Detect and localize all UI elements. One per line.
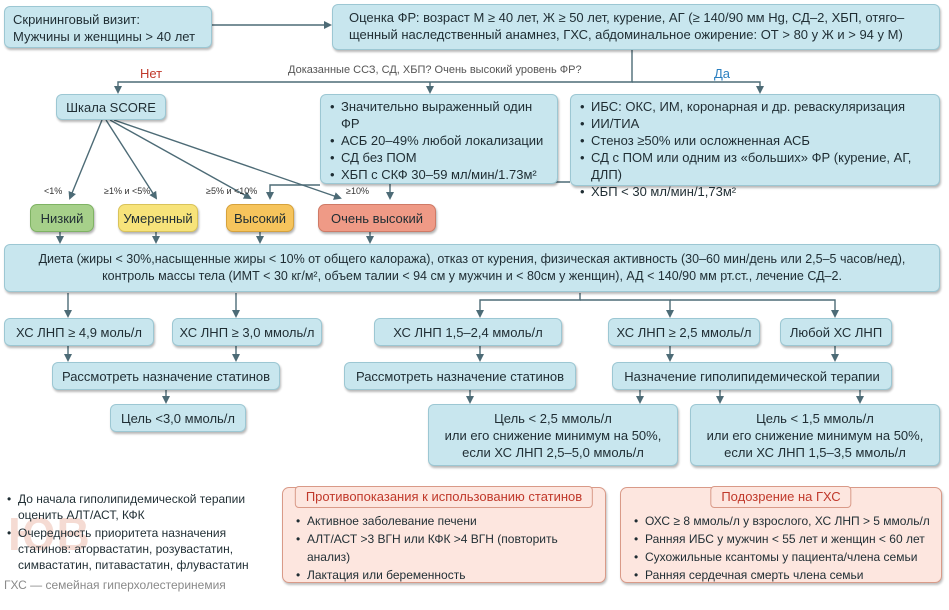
target-2-line-2: или его снижение минимум на 50%, <box>444 427 662 443</box>
ldl-level-1-box: ХС ЛНП ≥ 4,9 моль/л <box>4 318 154 346</box>
score-scale-box: Шкала SCORE <box>56 94 166 120</box>
target-1-box: Цель <3,0 ммоль/л <box>110 404 246 432</box>
target-1: Цель <3,0 ммоль/л <box>120 410 236 426</box>
fh-suspicion-box: Подозрение на ГХС ОХС ≥ 8 ммоль/л у взро… <box>620 486 942 584</box>
list-item: Значительно выраженный один ФР <box>330 98 551 132</box>
fh-suspicion-title: Подозрение на ГХС <box>710 486 852 508</box>
consider-statins-right: Рассмотреть назначение статинов <box>355 368 565 384</box>
list-item: СД без ПОМ <box>330 149 551 166</box>
risk-level-low: Низкий <box>30 204 94 232</box>
target-3-box: Цель < 1,5 ммоль/л или его снижение мини… <box>690 404 940 466</box>
risk-level-high-label: Высокий <box>233 210 287 226</box>
lifestyle-line-2: контроль массы тела (ИМТ < 30 кг/м², объ… <box>102 269 842 283</box>
ldl-level-1: ХС ЛНП ≥ 4,9 моль/л <box>16 324 142 340</box>
threshold-very-high: ≥10% <box>346 186 369 196</box>
note-item: Очередность приоритета назначения статин… <box>7 525 264 573</box>
ldl-level-5: Любой ХС ЛНП <box>789 324 883 340</box>
list-item: Лактация или беременность <box>296 566 597 584</box>
ldl-level-4-box: ХС ЛНП ≥ 2,5 ммоль/л <box>608 318 760 346</box>
assessment-line-2: щенный наследственный анамнез, ГХС, абдо… <box>349 27 903 42</box>
ldl-level-5-box: Любой ХС ЛНП <box>780 318 892 346</box>
list-item: ОХС ≥ 8 ммоль/л у взрослого, ХС ЛНП > 5 … <box>634 512 933 530</box>
ldl-level-3: ХС ЛНП 1,5–2,4 ммоль/л <box>393 324 543 340</box>
note-item: До начала гиполипидемической терапии оце… <box>7 491 264 523</box>
target-3-line-1: Цель < 1,5 ммоль/л <box>756 410 874 426</box>
list-item: СД с ПОМ или одним из «больших» ФР (куре… <box>580 149 933 183</box>
risk-level-moderate: Умеренный <box>118 204 198 232</box>
threshold-high: ≥5% и <10% <box>206 186 258 196</box>
assessment-line-1: Оценка ФР: возраст М ≥ 40 лет, Ж ≥ 50 ле… <box>349 10 905 25</box>
notes-section: До начала гиполипидемической терапии оце… <box>4 491 264 593</box>
threshold-low: <1% <box>44 186 63 196</box>
target-3-line-3: если ХС ЛНП 1,5–3,5 ммоль/л <box>724 444 906 460</box>
risk-level-high: Высокий <box>226 204 294 232</box>
ldl-level-4: ХС ЛНП ≥ 2,5 ммоль/л <box>616 324 752 340</box>
list-item: Активное заболевание печени <box>296 512 597 530</box>
high-risk-criteria-box: Значительно выраженный один ФР АСБ 20–49… <box>320 94 558 184</box>
ldl-level-3-box: ХС ЛНП 1,5–2,4 ммоль/л <box>374 318 562 346</box>
list-item: АСБ 20–49% любой локализации <box>330 132 551 149</box>
screening-line-2: Мужчины и женщины > 40 лет <box>13 29 196 44</box>
risk-level-moderate-label: Умеренный <box>123 210 193 226</box>
list-item: Сухожильные ксантомы у пациента/члена се… <box>634 548 933 566</box>
consider-statins-right-box: Рассмотреть назначение статинов <box>344 362 576 390</box>
risk-level-very-high-label: Очень высокий <box>330 210 423 226</box>
list-item: ИБС: ОКС, ИМ, коронарная и др. реваскуля… <box>580 98 933 115</box>
risk-factor-assessment-box: Оценка ФР: возраст М ≥ 40 лет, Ж ≥ 50 ле… <box>332 4 940 50</box>
notes-list: До начала гиполипидемической терапии оце… <box>4 491 264 573</box>
list-item: Ранняя сердечная смерть члена семьи <box>634 566 933 584</box>
ldl-level-2-box: ХС ЛНП ≥ 3,0 ммоль/л <box>172 318 322 346</box>
risk-level-very-high: Очень высокий <box>318 204 436 232</box>
list-item: АЛТ/АСТ >3 ВГН или КФК >4 ВГН (повторить… <box>296 530 597 566</box>
branch-no-label: Нет <box>140 66 163 81</box>
lifestyle-line-1: Диета (жиры < 30%,насыщенные жиры < 10% … <box>38 252 906 266</box>
target-2-line-1: Цель < 2,5 ммоль/л <box>494 410 612 426</box>
target-2-line-3: если ХС ЛНП 2,5–5,0 ммоль/л <box>462 444 644 460</box>
lipid-therapy: Назначение гиполипидемической терапии <box>624 368 880 384</box>
target-3-line-2: или его снижение минимум на 50%, <box>706 427 924 443</box>
fh-suspicion-list: ОХС ≥ 8 ммоль/л у взрослого, ХС ЛНП > 5 … <box>631 512 933 584</box>
target-2-box: Цель < 2,5 ммоль/л или его снижение мини… <box>428 404 678 466</box>
ldl-level-2: ХС ЛНП ≥ 3,0 ммоль/л <box>179 324 315 340</box>
score-scale-label: Шкала SCORE <box>66 99 156 115</box>
risk-level-low-label: Низкий <box>40 210 84 226</box>
branch-yes-label: Да <box>714 66 731 81</box>
high-risk-criteria-list: Значительно выраженный один ФР АСБ 20–49… <box>327 98 551 183</box>
very-high-risk-criteria-box: ИБС: ОКС, ИМ, коронарная и др. реваскуля… <box>570 94 940 200</box>
list-item: Ранняя ИБС у мужчин < 55 лет и женщин < … <box>634 530 933 548</box>
abbreviation-note: ГХС — семейная гиперхолестеринемия <box>4 578 226 592</box>
branch-question: Доказанные ССЗ, СД, ХБП? Очень высокий у… <box>286 64 584 76</box>
lifestyle-recommendations-box: Диета (жиры < 30%,насыщенные жиры < 10% … <box>4 244 940 292</box>
contraindications-list: Активное заболевание печени АЛТ/АСТ >3 В… <box>293 512 597 584</box>
list-item: ИИ/ТИА <box>580 115 933 132</box>
consider-statins-left: Рассмотреть назначение статинов <box>61 368 271 384</box>
contraindications-title: Противопоказания к использованию статино… <box>294 486 594 508</box>
threshold-moderate: ≥1% и <5% <box>104 186 151 196</box>
lipid-therapy-box: Назначение гиполипидемической терапии <box>612 362 892 390</box>
consider-statins-left-box: Рассмотреть назначение статинов <box>52 362 280 390</box>
screening-box: Скрининговый визит: Мужчины и женщины > … <box>4 6 212 48</box>
screening-line-1: Скрининговый визит: <box>13 12 140 27</box>
contraindications-box: Противопоказания к использованию статино… <box>282 486 606 584</box>
list-item: ХБП < 30 мл/мин/1,73м² <box>580 183 933 200</box>
list-item: Стеноз ≥50% или осложненная АСБ <box>580 132 933 149</box>
very-high-risk-criteria-list: ИБС: ОКС, ИМ, коронарная и др. реваскуля… <box>577 98 933 200</box>
list-item: ХБП с СКФ 30–59 мл/мин/1.73м² <box>330 166 551 183</box>
